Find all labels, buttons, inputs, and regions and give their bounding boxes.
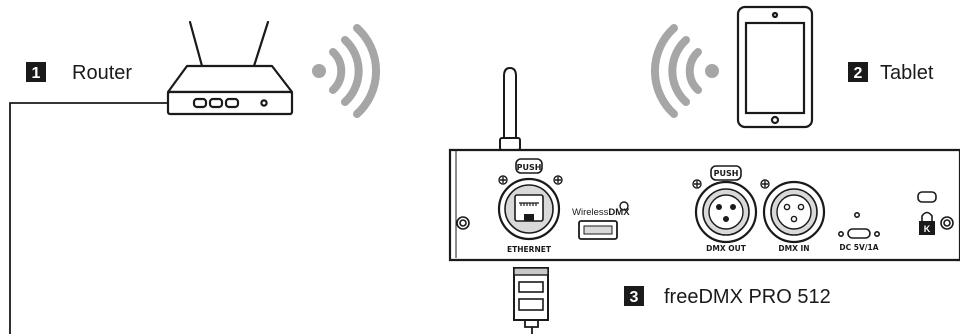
callout-label: Tablet	[880, 62, 934, 84]
callout-badge	[26, 62, 46, 82]
rj45-plug-icon	[513, 267, 549, 334]
mounting-screw-left	[456, 216, 470, 230]
dmx-out-label: DMX OUT	[706, 244, 747, 253]
router-icon	[166, 20, 294, 116]
callout-number: 3	[630, 289, 639, 306]
ethernet-label: ETHERNET	[507, 245, 552, 254]
wireless-dmx-label: WirelessDMX	[572, 201, 630, 218]
dmx-in-connector: DMX IN	[760, 179, 826, 253]
dmx-out-connector: PUSH DMX OUT	[692, 165, 758, 253]
tablet-wifi-waves-icon	[650, 24, 719, 118]
push-label: PUSH	[714, 169, 739, 178]
callout-router: 1 Router	[26, 62, 132, 84]
kensington-glyph: K	[924, 224, 931, 234]
callout-number: 1	[32, 65, 41, 82]
callout-device: 3 freeDMX PRO 512	[624, 286, 831, 308]
wireless-prefix: Wireless	[572, 207, 609, 218]
callout-label: freeDMX PRO 512	[664, 286, 831, 308]
device-panel: PUSH ETHERNET WirelessDMX PUSH	[448, 148, 960, 262]
usb-port-icon	[578, 220, 618, 240]
xlr-connector-icon	[762, 180, 826, 244]
svg-text:WirelessDMX: WirelessDMX	[572, 207, 630, 218]
wireless-suffix: DMX	[608, 207, 630, 218]
ethernet-connector: PUSH ETHERNET	[497, 158, 563, 254]
dmx-in-label: DMX IN	[778, 244, 809, 253]
mounting-screw-right	[940, 216, 954, 230]
antenna-icon	[499, 66, 521, 151]
kensington-lock-icon: K	[917, 191, 937, 235]
callout-badge	[624, 286, 644, 306]
xlr-connector-icon	[694, 180, 758, 244]
callout-badge	[848, 62, 868, 82]
wifi-waves-icon	[312, 24, 381, 118]
push-label: PUSH	[517, 163, 542, 172]
callout-label: Router	[72, 62, 132, 84]
tablet-icon	[736, 5, 814, 129]
router-cable	[9, 102, 168, 334]
usb-c-port-icon	[837, 212, 880, 239]
callout-number: 2	[854, 65, 863, 82]
callout-tablet: 2 Tablet	[848, 62, 934, 84]
power-label: DC 5V/1A	[839, 243, 878, 252]
